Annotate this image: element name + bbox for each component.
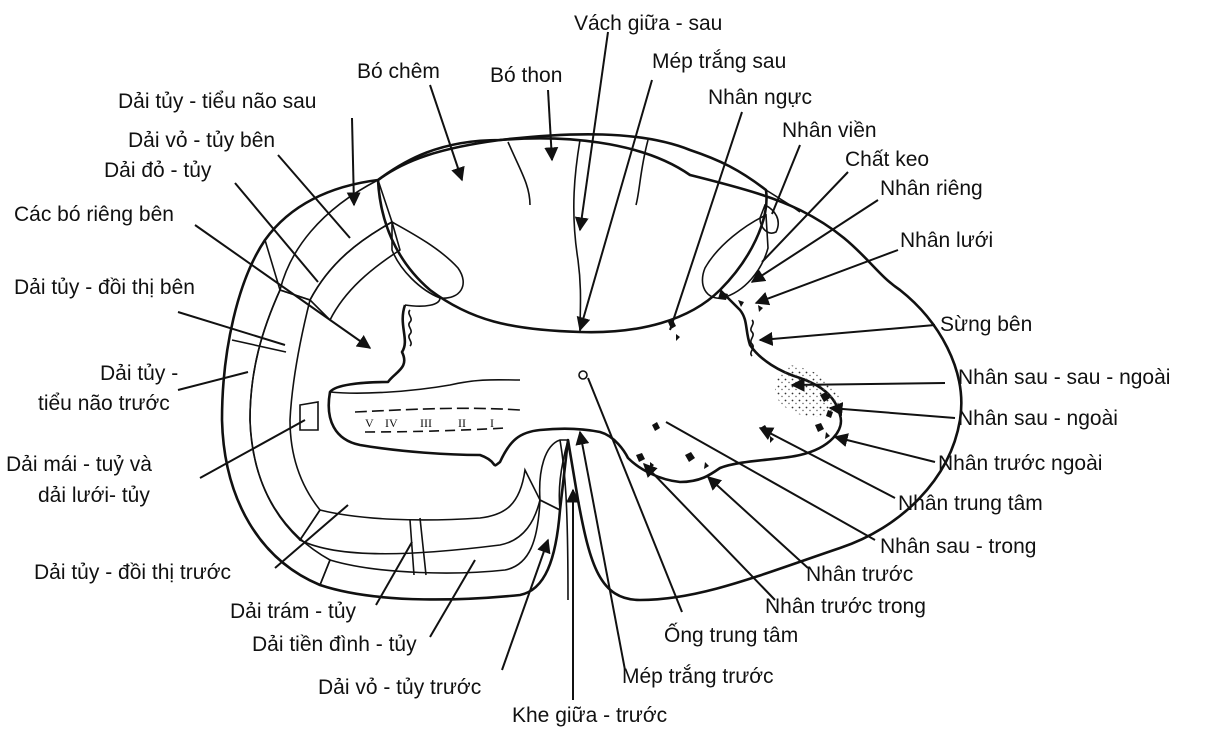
label-nhan-nguc: Nhân ngực — [708, 86, 812, 109]
label-dai-tuy-tieu-nao-truoc-2: tiểu não trước — [38, 392, 170, 415]
right-substantia-gelatinosa — [702, 215, 768, 298]
leader-vach-giua-sau — [580, 32, 608, 230]
label-nhan-vien: Nhân viền — [782, 119, 877, 142]
label-nhan-trung-tam: Nhân trung tâm — [898, 492, 1043, 515]
leader-dai-vo-tuy-ben — [278, 155, 350, 238]
label-mep-trang-truoc: Mép trắng trước — [622, 665, 774, 688]
lateral-corticospinal-band — [310, 222, 400, 320]
leader-nhan-truoc — [708, 477, 808, 568]
leader-nhan-truoc-trong — [644, 464, 775, 600]
label-khe-giua-truoc: Khe giữa - trước — [512, 704, 667, 727]
label-chat-keo: Chất keo — [845, 148, 929, 171]
ventral-band-inner — [300, 470, 540, 554]
leader-dai-tuy-tieu-nao-truoc — [178, 372, 248, 390]
olivospinal-lines — [410, 518, 426, 575]
label-dai-mai-tuy-1: Dải mái - tuỷ và — [6, 453, 152, 476]
label-vach-giua-sau: Vách giữa - sau — [574, 12, 722, 35]
central-canal — [579, 371, 587, 379]
cord-body: V IV III II I — [222, 134, 961, 600]
leader-nhan-truoc-ngoai — [835, 437, 935, 462]
label-nhan-rieng: Nhân riêng — [880, 177, 983, 200]
label-nhan-sau-sau-ngoai: Nhân sau - sau - ngoài — [958, 366, 1170, 389]
nucleus-posteromedial-cluster — [652, 422, 660, 431]
label-nhan-truoc: Nhân trước — [806, 563, 913, 586]
fasciculus-cuneatus-border — [508, 142, 530, 205]
label-mep-trang-sau: Mép trắng sau — [652, 50, 786, 73]
label-nhan-luoi: Nhân lưới — [900, 229, 993, 252]
left-intermediate-edge — [330, 380, 520, 393]
label-dai-tram-tuy: Dải trám - tủy — [230, 600, 357, 623]
leader-dai-do-tuy — [235, 183, 318, 282]
label-dai-tien-dinh-tuy: Dải tiền đình - tủy — [252, 633, 417, 656]
dorsal-median-septum — [574, 140, 581, 332]
leader-dai-tuy-doi-thi-truoc — [275, 505, 348, 568]
left-reticular-outline — [409, 310, 411, 346]
dorsal-spinocerebellar-band — [280, 180, 392, 300]
leader-dai-tram-tuy — [376, 542, 412, 605]
lamina-ii: II — [458, 416, 466, 430]
nucleus-anterolateral-cluster — [815, 423, 830, 439]
leader-bo-chem — [430, 85, 462, 180]
leader-dai-mai-tuy — [200, 420, 305, 478]
label-dai-vo-tuy-truoc: Dải vỏ - tủy trước — [318, 676, 481, 699]
label-sung-ben: Sừng bên — [940, 313, 1032, 336]
label-nhan-sau-trong: Nhân sau - trong — [880, 535, 1036, 558]
ventral-band-outer — [320, 500, 560, 599]
leader-nhan-rieng — [752, 200, 878, 282]
leader-cac-bo-rieng-ben — [195, 225, 370, 348]
lamina-i: I — [490, 416, 494, 430]
leader-mep-trang-truoc — [580, 432, 625, 670]
leader-mep-trang-sau — [580, 80, 652, 330]
label-dai-tuy-doi-thi-truoc: Dải tủy - đồi thị trước — [34, 561, 231, 584]
leader-dai-tuy-tieu-nao-sau — [352, 118, 354, 205]
leader-bo-thon — [548, 90, 552, 160]
leader-nhan-luoi — [756, 250, 898, 303]
leader-dai-vo-tuy-truoc — [502, 540, 548, 670]
left-dorsal-horn-edge — [405, 298, 440, 306]
label-dai-do-tuy: Dải đỏ - tủy — [104, 159, 212, 182]
lamina-v: V — [365, 416, 374, 430]
label-dai-mai-tuy-2: dải lưới- tủy — [38, 484, 150, 507]
tectospinal-block — [300, 402, 318, 430]
label-cac-bo-rieng-ben: Các bó riêng bên — [14, 203, 174, 226]
label-nhan-truoc-trong: Nhân trước trong — [765, 595, 926, 618]
label-dai-vo-tuy-ben: Dải vỏ - tủy bên — [128, 129, 275, 152]
label-dai-tuy-tieu-nao-truoc-1: Dải tủy - — [100, 362, 178, 385]
label-bo-chem: Bó chêm — [357, 60, 440, 83]
label-dai-tuy-doi-thi-ben: Dải tủy - đồi thị bên — [14, 276, 195, 299]
nucleus-thoracicus-cluster — [668, 320, 680, 341]
label-nhan-truoc-ngoai: Nhân trước ngoài — [938, 452, 1102, 475]
label-ong-trung-tam: Ống trung tâm — [664, 623, 798, 647]
leader-sung-ben — [760, 325, 935, 340]
anterior-median-fissure — [560, 440, 568, 600]
lamina-line-upper — [355, 408, 520, 412]
cord-outline — [222, 138, 961, 600]
nucleus-anterior-cluster — [685, 452, 709, 469]
leader-ong-trung-tam — [588, 378, 682, 612]
label-bo-thon: Bó thon — [490, 64, 562, 87]
leader-nhan-sau-ngoai — [830, 408, 955, 418]
lateral-spinothalamic-band — [250, 290, 320, 540]
labels: Vách giữa - sau Mép trắng sau Bó chêm Bó… — [6, 12, 1170, 727]
lamina-iv: IV — [385, 416, 398, 430]
lamina-iii: III — [420, 416, 432, 430]
leader-nhan-nguc — [670, 112, 742, 330]
label-nhan-sau-ngoai: Nhân sau - ngoài — [958, 407, 1118, 430]
label-dai-tuy-tieu-nao-sau: Dải tủy - tiểu não sau — [118, 90, 316, 113]
intermediolateral-stipple — [775, 365, 842, 417]
